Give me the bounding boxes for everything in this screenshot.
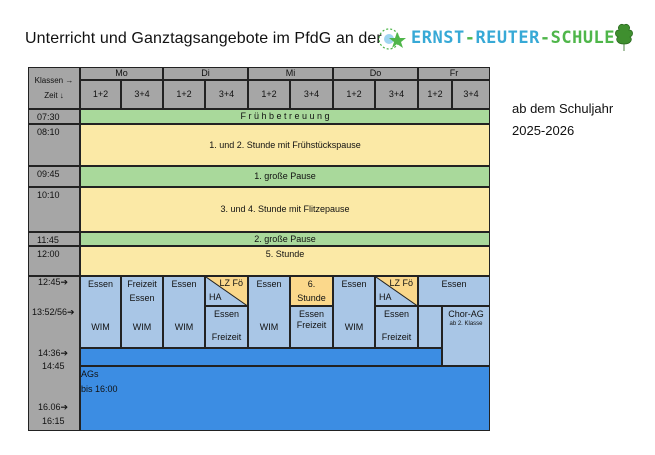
di-34-essen-freizeit: Essen Freizeit (205, 306, 248, 348)
grade-mi-12: 1+2 (248, 80, 290, 109)
ags-until: bis 16:00 (81, 384, 118, 394)
mi-34-stunde6: 6. Stunde (290, 276, 333, 306)
ags-band-top (80, 348, 442, 366)
di-34-lzfoe-ha: LZ Fö HA (205, 276, 248, 306)
day-header-fr: Fr (418, 67, 490, 80)
time-1010: 10:10 (28, 187, 80, 232)
time-0945: 09:45 (28, 166, 80, 187)
mi-34-stunde6-label: Stunde (297, 292, 326, 303)
di-34-essen: Essen (213, 309, 239, 319)
grade-fr-34: 3+4 (452, 80, 490, 109)
time-1606: 16.06➔ (38, 402, 69, 412)
corner-header: Klassen → Zeit ↓ (28, 67, 80, 109)
day-header-do: Do (333, 67, 418, 80)
di-12-essen: Essen (163, 276, 205, 307)
do-34-lzfoe-ha: LZ Fö HA (375, 276, 418, 306)
timetable: Klassen → Zeit ↓ Mo Di Mi Do Fr 1+2 3+4 … (28, 67, 490, 431)
time-0730: 07:30 (28, 109, 80, 124)
school-name: ERNST-REUTER-SCHULE (411, 28, 616, 48)
di-34-lzfoe: LZ Fö (219, 278, 243, 288)
mi-34-stunde6-num: 6. (307, 278, 316, 289)
school-logo: ERNST-REUTER-SCHULE (375, 22, 637, 56)
day-header-di: Di (163, 67, 248, 80)
school-emblem-icon (378, 28, 406, 50)
mi-12-essen: Essen (248, 276, 290, 307)
time-0810: 08:10 (28, 124, 80, 166)
break-2-row: 2. große Pause (80, 232, 490, 246)
mi-34-essen-freizeit: Essen Freizeit (290, 306, 333, 348)
ags-label: AGs (81, 369, 99, 379)
time-1352: 13:52/56➔ (32, 307, 75, 317)
oak-leaf-icon (615, 23, 633, 51)
grade-do-34: 3+4 (375, 80, 418, 109)
split-diagonal (376, 277, 417, 305)
mi-34-freizeit: Freizeit (296, 320, 327, 330)
mi-12-wim: WIM (248, 307, 290, 348)
fr-chor-ag: Chor-AG ab 2. Klasse (442, 306, 490, 366)
school-year-note: ab dem Schuljahr 2025-2026 (512, 98, 613, 142)
split-diagonal (206, 277, 247, 305)
fr-12-gap (418, 306, 442, 348)
grade-mo-34: 3+4 (121, 80, 163, 109)
time-1436: 14:36➔ (38, 348, 69, 358)
di-34-ha: HA (209, 292, 222, 302)
chor-ag-label: Chor-AG (448, 309, 484, 319)
grade-di-34: 3+4 (205, 80, 248, 109)
school-year-value: 2025-2026 (512, 123, 575, 138)
do-34-freizeit: Freizeit (381, 332, 412, 342)
do-34-essen: Essen (383, 309, 409, 319)
grade-fr-12: 1+2 (418, 80, 452, 109)
lesson-5-row: 5. Stunde (80, 246, 490, 276)
time-1245: 12:45➔ (38, 277, 69, 287)
lesson-3-4-row: 3. und 4. Stunde mit Flitzepause (80, 187, 490, 232)
mo-34-wim: WIM (121, 307, 163, 348)
classes-label: Klassen → (34, 76, 74, 85)
mi-34-essen: Essen (298, 309, 324, 319)
grade-di-12: 1+2 (163, 80, 205, 109)
ags-block: AGs bis 16:00 (80, 366, 490, 431)
time-1145: 11:45 (28, 232, 80, 246)
grade-mo-12: 1+2 (80, 80, 121, 109)
di-12-wim: WIM (163, 307, 205, 348)
time-label: Zeit ↓ (44, 91, 64, 100)
mo-34-essen: Essen (121, 291, 163, 307)
fr-essen: Essen (418, 276, 490, 306)
day-header-mo: Mo (80, 67, 163, 80)
day-header-mi: Mi (248, 67, 333, 80)
page-title: Unterricht und Ganztagsangebote im PfdG … (25, 30, 382, 47)
time-1200: 12:00 (28, 246, 80, 276)
mo-12-wim: WIM (80, 307, 121, 348)
di-34-freizeit: Freizeit (211, 332, 242, 342)
do-34-lzfoe: LZ Fö (389, 278, 413, 288)
do-12-wim: WIM (333, 307, 375, 348)
lesson-1-2-row: 1. und 2. Stunde mit Frühstückspause (80, 124, 490, 166)
school-year-label: ab dem Schuljahr (512, 101, 614, 116)
fruehbetreuung-row: F r ü h b e t r e u u n g (80, 109, 490, 124)
chor-ag-sub: ab 2. Klasse (449, 321, 483, 327)
mo-34-freizeit: Freizeit (121, 276, 163, 291)
grade-do-12: 1+2 (333, 80, 375, 109)
grade-mi-34: 3+4 (290, 80, 333, 109)
time-1615: 16:15 (42, 416, 65, 426)
do-12-essen: Essen (333, 276, 375, 307)
break-1-row: 1. große Pause (80, 166, 490, 187)
mo-12-essen: Essen (80, 276, 121, 307)
do-34-ha: HA (379, 292, 392, 302)
do-34-essen-freizeit: Essen Freizeit (375, 306, 418, 348)
time-1445: 14:45 (42, 361, 65, 371)
time-afternoon (28, 276, 80, 431)
